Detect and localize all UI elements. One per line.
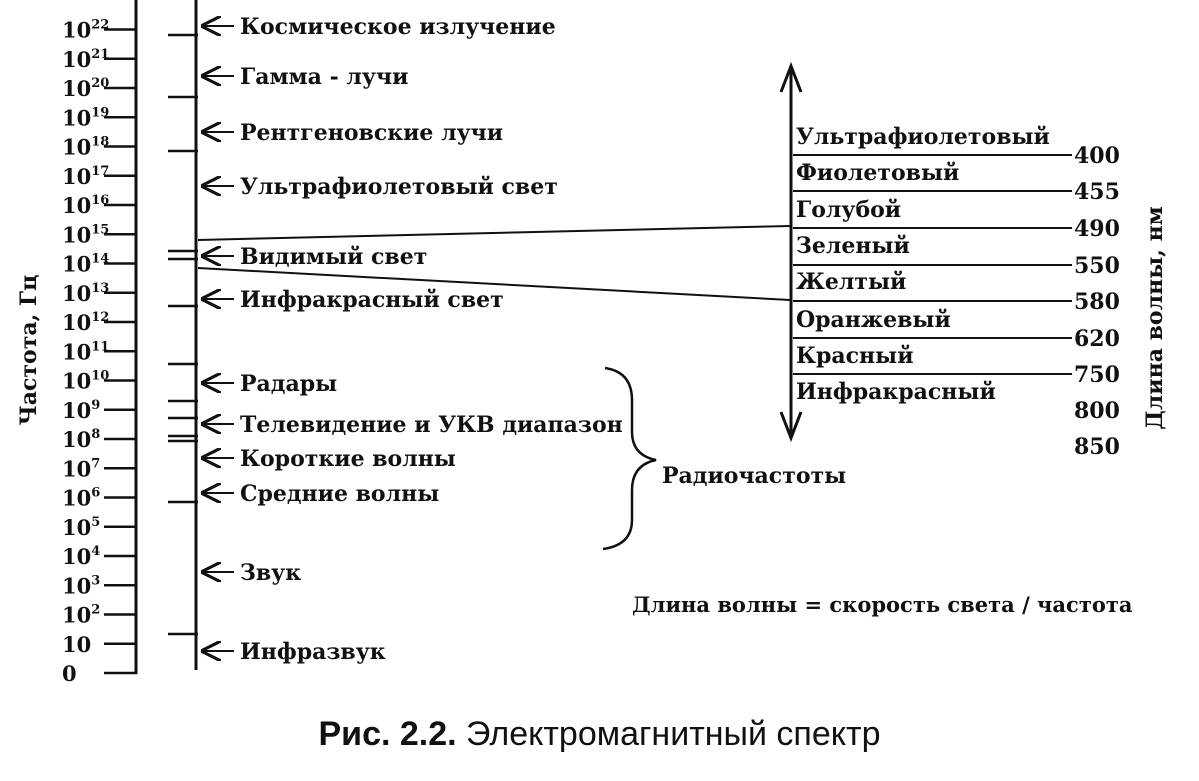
band-label-mediumwave: Средние волны xyxy=(240,481,439,507)
axis-tick-label: 1020 xyxy=(62,76,109,101)
visible-arrow-top-head xyxy=(779,61,803,93)
wavelength-750: 750 xyxy=(1074,362,1120,388)
axis-tick-label: 104 xyxy=(62,544,100,569)
axis-tick-label: 102 xyxy=(62,603,100,628)
axis-tick-label: 1019 xyxy=(62,105,109,130)
wavelength-490: 490 xyxy=(1074,216,1120,242)
radio-group-label: Радиочастоты xyxy=(662,463,846,489)
wavelength-580: 580 xyxy=(1074,289,1120,315)
axis-tick-label: 103 xyxy=(62,573,100,598)
axis-tick-label: 108 xyxy=(62,427,100,452)
band-arrows xyxy=(203,26,234,651)
color-red: Красный xyxy=(796,343,914,369)
band-label-sound: Звук xyxy=(240,560,301,586)
band-label-shortwave: Короткие волны xyxy=(240,446,456,472)
axis-tick-label: 109 xyxy=(62,398,100,423)
visible-arrow-bottom-head xyxy=(779,411,803,443)
color-yellow: Желтый xyxy=(796,269,906,295)
color-boundaries xyxy=(793,154,1072,375)
axis-tick-label: 107 xyxy=(62,456,100,481)
axis-tick-label: 1018 xyxy=(62,135,109,160)
wavelength-axis-title: Длина волны, нм xyxy=(1142,206,1168,430)
axis-tick-label: 1013 xyxy=(62,281,109,306)
color-green: Зеленый xyxy=(796,233,910,259)
axis-tick-label: 105 xyxy=(62,515,100,540)
color-ultraviolet: Ультрафиолетовый xyxy=(796,124,1050,150)
color-violet: Фиолетовый xyxy=(796,160,959,186)
band-label-radar: Радары xyxy=(240,371,337,397)
axis-tick-label: 1015 xyxy=(62,222,109,247)
wavelength-850: 850 xyxy=(1074,434,1120,460)
wavelength-800: 800 xyxy=(1074,398,1120,424)
band-label-tv-vhf: Телевидение и УКВ диапазон xyxy=(240,412,623,438)
figure-caption: Рис. 2.2. Электромагнитный спектр xyxy=(0,715,1199,754)
band-label-cosmic: Космическое излучение xyxy=(240,14,556,40)
axis-tick-label: 1010 xyxy=(62,369,109,394)
visible-projection-top xyxy=(197,225,791,241)
axis-tick-label: 1022 xyxy=(62,18,109,43)
visible-projection-bottom xyxy=(197,267,791,301)
color-infrared: Инфракрасный xyxy=(796,379,996,405)
axis-tick-label: 10 xyxy=(62,632,91,657)
caption-prefix: Рис. 2.2. xyxy=(318,715,457,753)
band-label-visible: Видимый свет xyxy=(240,244,427,270)
color-orange: Оранжевый xyxy=(796,307,951,333)
wavelength-620: 620 xyxy=(1074,326,1120,352)
frequency-axis-title: Частота, Гц xyxy=(16,275,42,426)
color-names: Ультрафиолетовый Фиолетовый Голубой Зеле… xyxy=(796,124,1050,405)
wavelength-550: 550 xyxy=(1074,253,1120,279)
axis-tick-label: 1011 xyxy=(62,339,109,364)
band-label-xray: Рентгеновские лучи xyxy=(240,120,503,146)
axis-tick-label: 106 xyxy=(62,486,100,511)
frequency-ticks: 0 10 102 103 104 105 106 107 108 109 1010 1011 1012 1… xyxy=(62,18,137,686)
wavelength-values: 400 455 490 550 580 620 750 800 850 xyxy=(1074,143,1120,460)
axis-tick-label: 1012 xyxy=(62,310,109,335)
axis-tick-label: 1014 xyxy=(62,252,109,277)
band-boundaries xyxy=(168,33,198,636)
wavelength-400: 400 xyxy=(1074,143,1120,169)
band-labels: Космическое излучение Гамма - лучи Рентг… xyxy=(240,14,623,665)
band-label-infrared: Инфракрасный свет xyxy=(240,287,504,313)
wavelength-455: 455 xyxy=(1074,179,1120,205)
band-label-ultraviolet: Ультрафиолетовый свет xyxy=(240,174,558,200)
band-label-gamma: Гамма - лучи xyxy=(240,64,408,90)
axis-tick-label: 1017 xyxy=(62,164,109,189)
axis-tick-label: 0 xyxy=(62,661,77,686)
wavelength-formula: Длина волны = скорость света / частота xyxy=(632,592,1133,617)
band-label-infrasound: Инфразвук xyxy=(240,639,386,665)
color-blue: Голубой xyxy=(796,197,901,223)
axis-tick-label: 1016 xyxy=(62,193,109,218)
radio-brace xyxy=(602,366,657,551)
axis-tick-label: 1021 xyxy=(62,47,109,72)
caption-title: Электромагнитный спектр xyxy=(466,715,881,753)
